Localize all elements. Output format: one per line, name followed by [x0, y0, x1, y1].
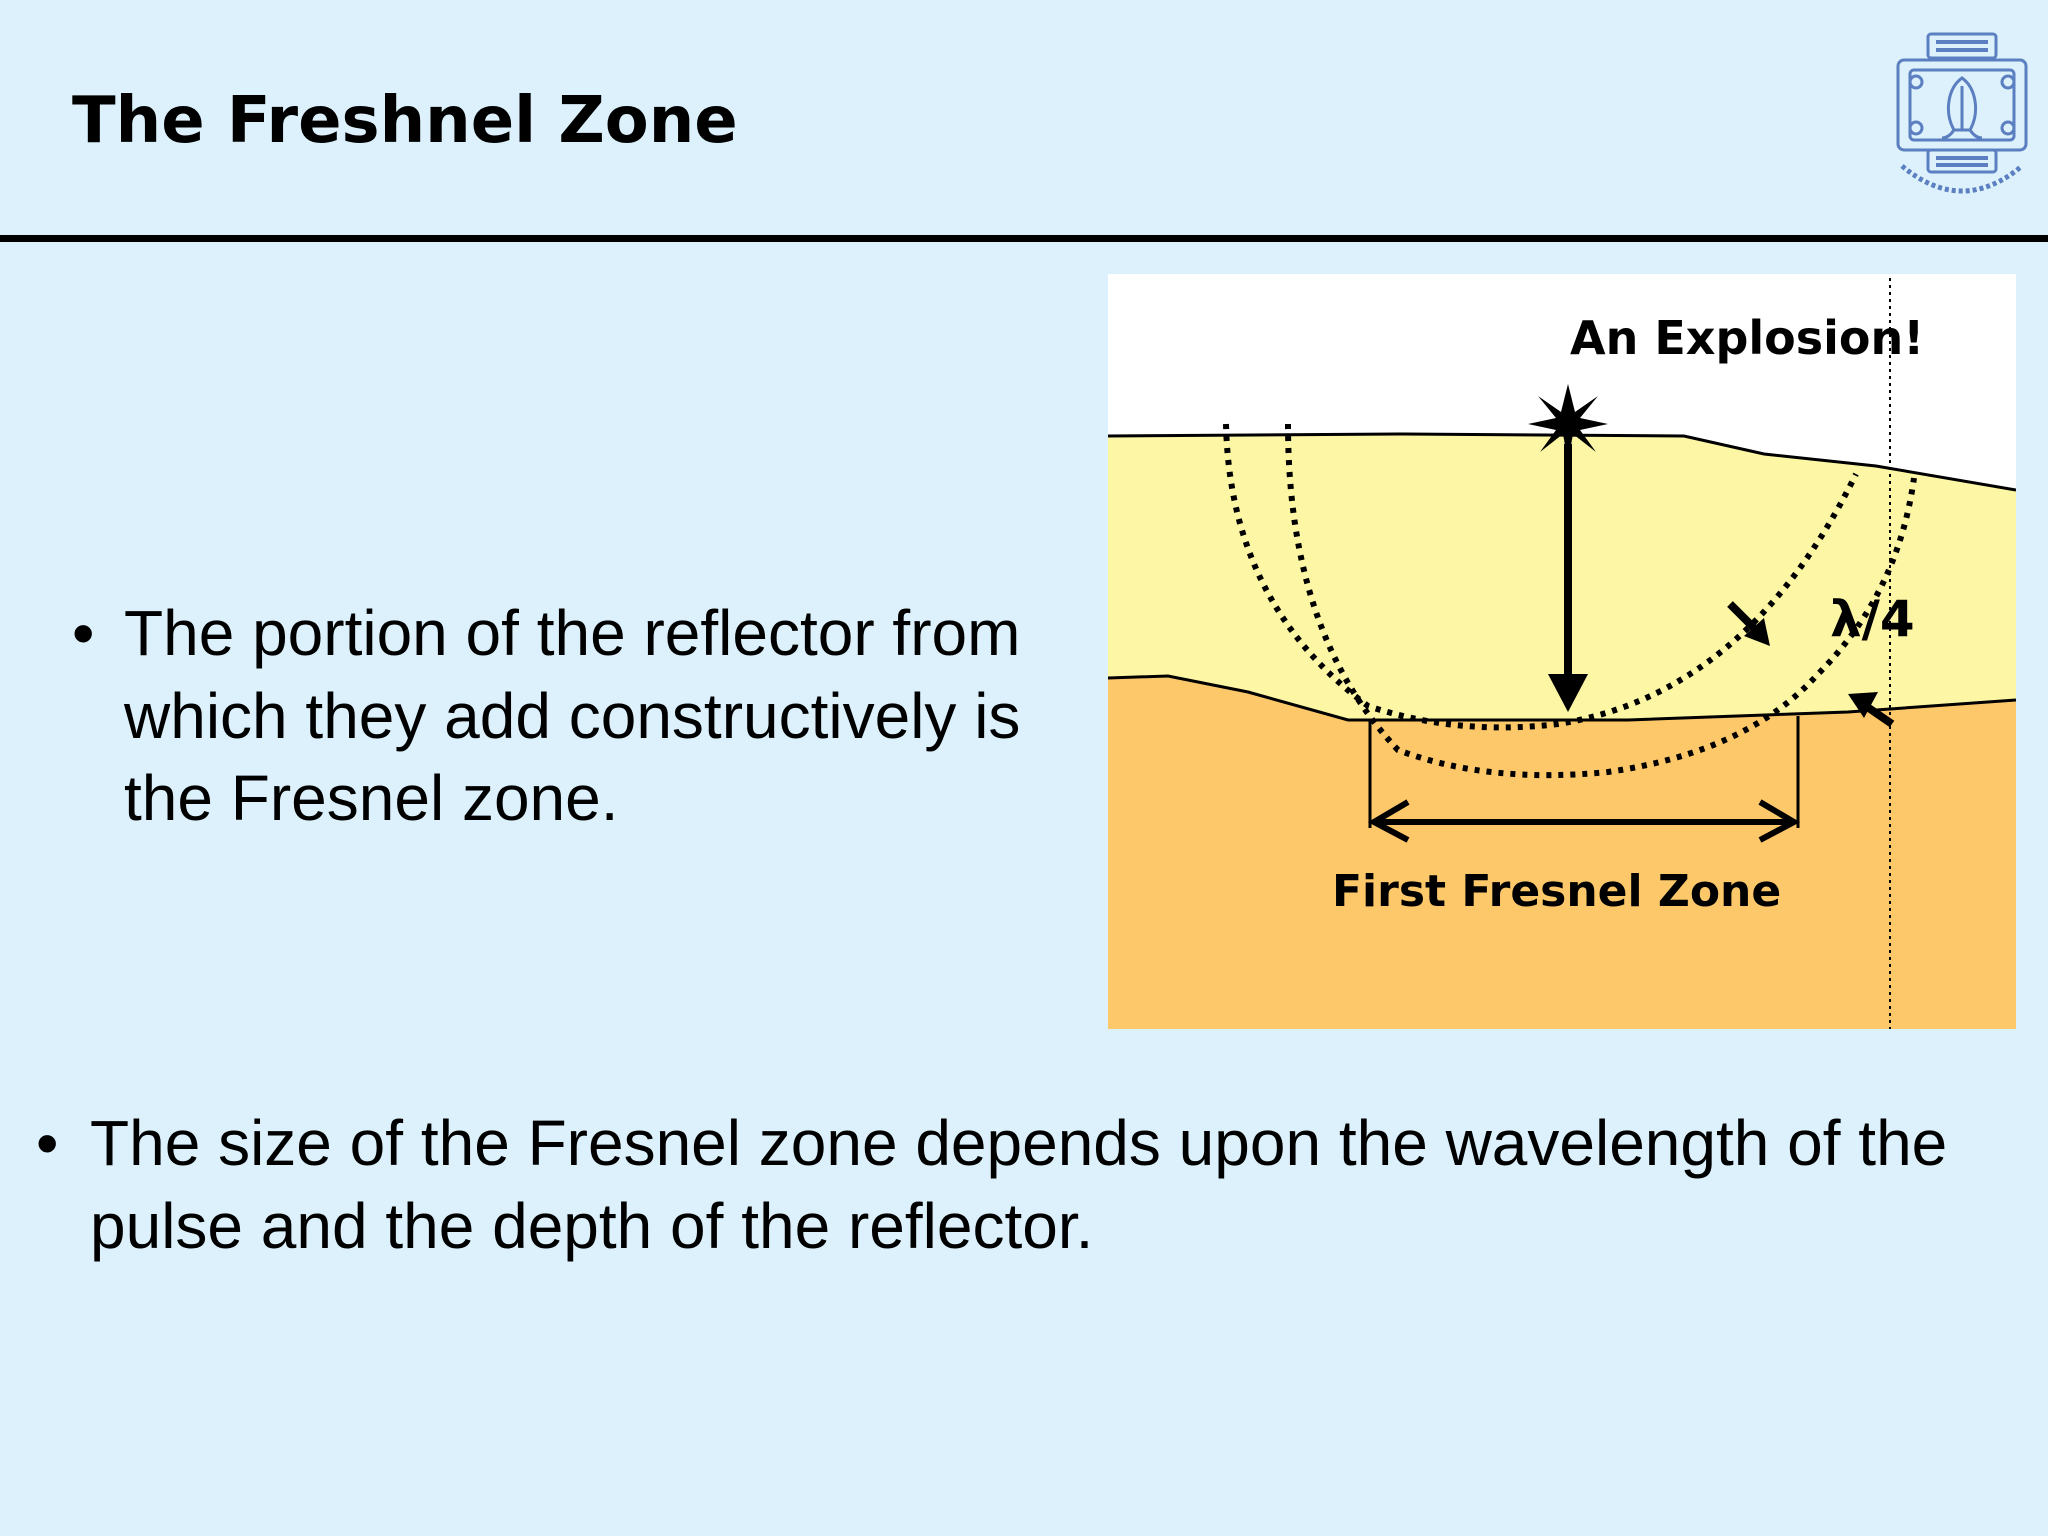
- wavefront-inner: [1223, 423, 1859, 731]
- label-explosion: An Explosion!: [1570, 311, 1924, 365]
- fresnel-zone-diagram: An Explosion! λ/4 First Fresnel Zone: [1107, 274, 2017, 1029]
- label-first-fresnel-zone: First Fresnel Zone: [1332, 866, 1781, 917]
- ray-arrow-head: [1548, 674, 1588, 712]
- university-seal-icon: [1888, 26, 2036, 214]
- label-lambda-quarter: λ/4: [1830, 590, 1915, 648]
- lambda-arrow-upper-head: [1744, 618, 1770, 646]
- zone-arrow-right-head: [1758, 799, 1801, 843]
- slide-title: The Freshnel Zone: [72, 84, 738, 158]
- bullet-text: The size of the Fresnel zone depends upo…: [90, 1107, 1948, 1262]
- title-divider: [0, 235, 2048, 242]
- bullet-marker: •: [36, 1107, 59, 1179]
- diagram-lower-layer: [1108, 676, 2016, 1029]
- lambda-arrow-lower-head: [1848, 692, 1878, 718]
- zone-arrow-left-head: [1367, 799, 1410, 843]
- bullet-fresnel-definition: • The portion of the reflector from whic…: [72, 592, 1092, 840]
- ground-surface-line: [1107, 432, 2017, 492]
- bullet-fresnel-size: • The size of the Fresnel zone depends u…: [36, 1102, 1976, 1267]
- bullet-text: The portion of the reflector from which …: [124, 597, 1021, 835]
- reflector-line: [1107, 674, 2017, 722]
- bullet-marker: •: [72, 597, 95, 669]
- explosion-star-icon: [1528, 384, 1608, 462]
- wavefront-outer: [1285, 423, 1917, 779]
